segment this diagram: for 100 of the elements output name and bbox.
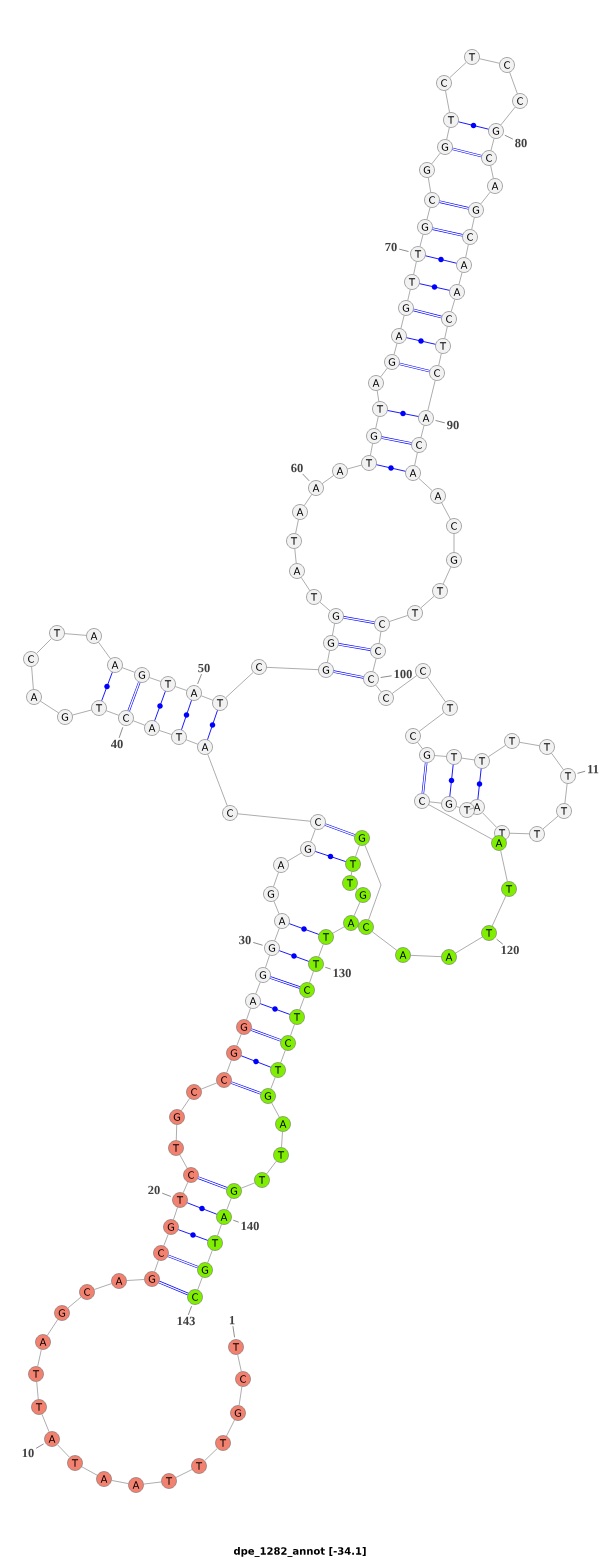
base-pair-line	[419, 283, 450, 291]
base-pair-line	[431, 227, 464, 237]
backbone-line	[207, 1250, 213, 1264]
backbone-line	[46, 1319, 59, 1336]
backbone-line	[564, 783, 568, 804]
position-number: 140	[241, 1221, 259, 1231]
leader-line	[398, 248, 409, 252]
backbone-line	[67, 1296, 82, 1309]
base-pair-line	[381, 436, 412, 445]
backbone-line	[455, 936, 483, 954]
backbone-line	[418, 712, 445, 732]
backbone-line	[57, 1444, 70, 1458]
backbone-line	[271, 1102, 280, 1118]
backbone-line	[217, 1224, 222, 1236]
backbone-line	[509, 832, 530, 835]
backbone-line	[159, 730, 172, 735]
backbone-line	[431, 152, 441, 165]
position-number: 20	[148, 1185, 160, 1195]
base-pair-line	[406, 337, 436, 345]
title: dpe_1282_annot [-34.1]	[233, 1547, 366, 1557]
base-pair-line	[412, 308, 443, 319]
backbone-line	[182, 1181, 189, 1194]
backbone-line	[287, 852, 302, 862]
backbone-line	[426, 207, 431, 220]
backbone-line	[490, 165, 494, 179]
base-pair-line	[230, 1081, 262, 1095]
backbone-line	[318, 944, 324, 958]
backbone-line	[240, 1182, 256, 1189]
base-pair-line	[240, 1055, 272, 1068]
base-pair-line	[343, 616, 375, 624]
backbone-line	[519, 742, 540, 747]
backbone-line	[246, 1008, 251, 1020]
backbone-line	[500, 850, 508, 882]
leader-line	[380, 675, 392, 678]
backbone-line	[461, 757, 475, 761]
backbone-line	[438, 353, 442, 366]
backbone-line	[429, 801, 442, 804]
backbone-line	[81, 1466, 98, 1476]
backbone-line	[355, 887, 358, 891]
base-pair-line	[458, 121, 489, 130]
backbone-line	[427, 177, 432, 193]
backbone-line	[41, 1413, 50, 1433]
backbone-line	[453, 533, 455, 553]
base-pair-line	[425, 255, 457, 264]
backbone-line	[132, 720, 146, 726]
base-pair-line	[101, 671, 113, 702]
backbone-line	[458, 272, 463, 285]
backbone-line	[143, 1481, 162, 1485]
backbone-line	[442, 566, 452, 585]
backbone-line	[175, 1124, 178, 1141]
backbone-line	[350, 871, 353, 876]
backbone-line	[266, 667, 319, 670]
backbone-line	[427, 380, 436, 411]
backbone-line	[299, 996, 305, 1011]
backbone-line	[414, 452, 418, 466]
base-pair-line	[127, 681, 141, 712]
position-number: 60	[291, 463, 303, 473]
backbone-line	[126, 1279, 145, 1281]
leader-line	[161, 1192, 172, 1197]
backbone-line	[111, 1480, 129, 1484]
backbone-line	[121, 667, 136, 673]
backbone-line	[274, 927, 280, 942]
backbone-line	[327, 650, 330, 663]
backbone-line	[154, 1260, 159, 1272]
backbone-line	[281, 1131, 283, 1148]
backbone-line	[469, 807, 475, 810]
backbone-line	[94, 1283, 112, 1290]
position-number: 30	[239, 935, 251, 945]
leader-line	[118, 726, 124, 739]
position-number: 50	[198, 663, 210, 673]
base-pair-line	[207, 709, 218, 741]
backbone-line	[417, 741, 423, 750]
base-pair-line	[387, 410, 419, 417]
backbone-line	[204, 1448, 218, 1461]
backbone-line	[480, 191, 491, 205]
backbone-line	[441, 502, 451, 520]
backbone-line	[391, 675, 418, 694]
backbone-line	[482, 812, 497, 828]
leader-line	[188, 1305, 192, 1316]
backbone-line	[551, 753, 564, 771]
backbone-line	[380, 367, 388, 378]
backbone-line	[237, 813, 311, 822]
backbone-line	[456, 806, 460, 808]
position-number: 1	[229, 1315, 235, 1325]
backbone-line	[310, 828, 316, 843]
backbone-line	[185, 739, 199, 745]
base-pair-line	[278, 950, 310, 962]
backbone-line	[413, 261, 417, 275]
backbone-line	[319, 601, 331, 612]
backbone-line	[163, 1233, 169, 1247]
backbone-line	[450, 299, 456, 312]
base-pair-line	[476, 768, 483, 800]
position-number: 40	[110, 739, 123, 749]
position-number: 90	[447, 420, 459, 430]
backbone-line	[175, 686, 187, 691]
backbone-line	[181, 1098, 190, 1111]
backbone-line	[491, 895, 507, 927]
backbone-line	[226, 1419, 235, 1437]
backbone-line	[355, 845, 360, 857]
backbone-line	[200, 695, 214, 701]
